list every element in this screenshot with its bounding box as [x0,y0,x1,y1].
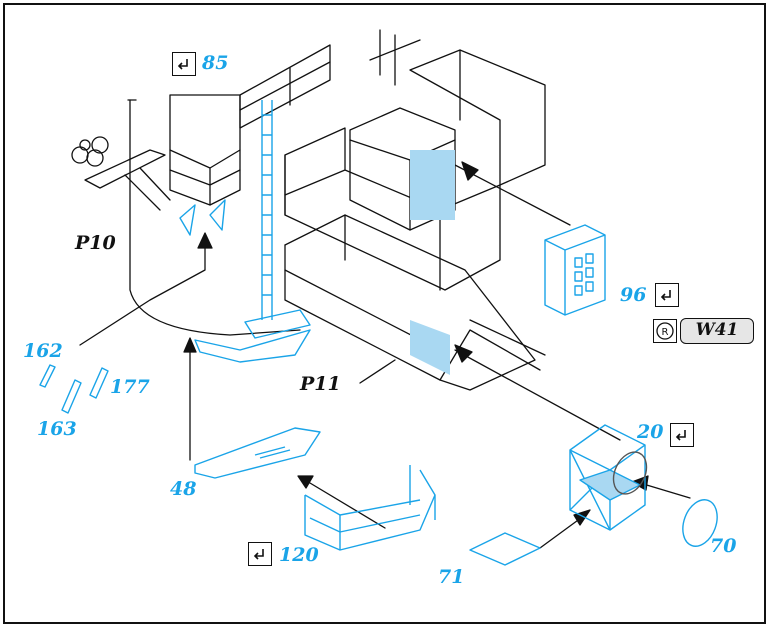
label-85: 85 [202,52,229,74]
registered-box: R [653,319,677,343]
label-96: 96 [620,284,647,306]
label-48: 48 [170,478,197,500]
check-20 [670,423,694,447]
label-70: 70 [710,535,737,557]
label-162: 162 [23,340,63,362]
deck-48 [194,427,321,479]
plate-71 [469,532,541,566]
badge-w41: W41 [680,318,754,344]
label-p11: P11 [300,373,341,395]
label-120: 120 [279,544,319,566]
part-177 [89,367,109,399]
checkmark-icon [660,290,671,301]
check-85 [172,52,196,76]
ring-70 [682,499,718,547]
cabinet-96 [544,224,606,316]
p11-leader [359,359,396,384]
label-20: 20 [637,421,664,443]
p10-leader [79,239,206,346]
check-120 [248,542,272,566]
checkmark-icon [675,430,686,441]
ladder-85 [244,100,311,339]
checkmark-icon [177,59,188,70]
svg-text:R: R [662,327,669,338]
scaffold-structure [127,44,331,336]
wall-panel-lower [410,320,450,375]
registered-icon: R [656,322,674,340]
label-p10: P10 [75,232,116,254]
wall-panel-upper [410,150,455,220]
label-163: 163 [37,418,77,440]
part-162 [39,364,56,388]
searchlight-platform [71,136,171,211]
part-163 [61,379,82,414]
deck-upper [194,329,311,363]
check-96 [655,283,679,307]
label-177: 177 [110,376,150,398]
cube-20 [569,424,646,531]
label-71: 71 [438,566,465,588]
checkmark-icon [253,549,264,560]
railing-120 [304,465,436,551]
